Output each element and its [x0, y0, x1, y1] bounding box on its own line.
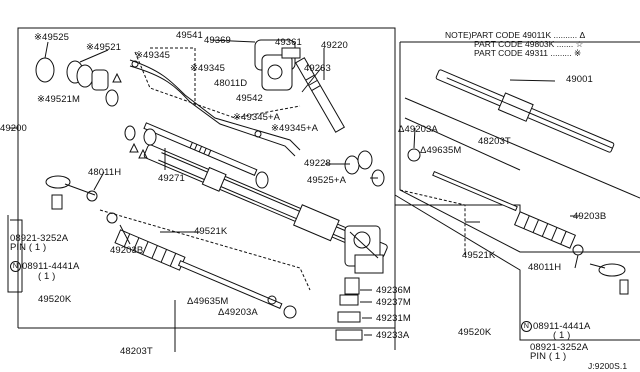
label-08911-left-qty: ( 1 )	[38, 271, 56, 282]
note-line-2: PART CODE 49803K ....... ☆	[474, 39, 584, 49]
label-49542: 49542	[236, 93, 263, 104]
frame-right-diag	[404, 97, 640, 199]
label-08921-left: 08921-3252A	[10, 233, 69, 244]
label-49345-a: ※49345	[135, 50, 170, 61]
dash-49345	[134, 51, 301, 119]
bush-49521M	[91, 69, 109, 91]
part-49236M	[344, 277, 360, 295]
pinion-housing	[344, 225, 384, 274]
label-49521K-left: 49521K	[194, 226, 228, 237]
label-49263: 49263	[304, 63, 331, 74]
label-49520K-left: 49520K	[38, 294, 72, 305]
clamp-49203A-right	[407, 148, 421, 162]
label-49541: 49541	[176, 30, 203, 41]
seal-49525	[35, 57, 55, 83]
rack-49001	[435, 69, 615, 153]
label-49237M: 49237M	[376, 297, 411, 308]
pipe-49542	[129, 65, 296, 157]
label-48011H-right: 48011H	[528, 262, 562, 273]
tie-rod-end-right	[589, 263, 629, 295]
label-49635M-right: Δ49635M	[420, 145, 462, 156]
seal-49228-a	[344, 155, 360, 175]
seal-49228-b	[357, 150, 373, 170]
label-49231M: 49231M	[376, 313, 411, 324]
tie-rod-left	[177, 260, 283, 309]
label-49525A: 49525+A	[307, 175, 347, 186]
pipe-49541	[129, 59, 301, 151]
seal-left-1	[124, 125, 136, 141]
ring-49521M	[105, 89, 119, 107]
part-49237M	[339, 294, 359, 306]
label-49521: ※49521	[86, 42, 121, 53]
label-49220: 49220	[321, 40, 348, 51]
label-49345A-1: ※49345+A	[233, 112, 281, 123]
nut-48011H-right	[572, 244, 584, 256]
delta-mark-1	[112, 72, 122, 83]
label-49520K-right: 49520K	[458, 327, 492, 338]
frame-lower-bracket	[10, 219, 23, 292]
n-circle-icon: N	[521, 321, 532, 332]
pinion-shaft-49220	[294, 57, 346, 133]
delta-mark-3	[138, 148, 148, 159]
frame-main	[17, 27, 521, 215]
note-line-3: PART CODE 49311 ......... ※	[474, 48, 582, 58]
seal-49521-b	[76, 64, 94, 88]
boot-left	[114, 229, 186, 271]
dash-49541	[150, 47, 196, 108]
label-49233A: 49233A	[376, 330, 410, 341]
label-49521M: ※49521M	[37, 94, 80, 105]
label-49271: 49271	[158, 173, 185, 184]
frame-right-top	[399, 42, 640, 253]
label-49236M: 49236M	[376, 285, 411, 296]
dash-right	[399, 189, 466, 255]
label-49345-b: ※49345	[190, 63, 225, 74]
label-49635M-left: Δ49635M	[187, 296, 229, 307]
label-49361: 49361	[275, 37, 302, 48]
label-49203A-left: Δ49203A	[218, 307, 258, 318]
label-49200: 49200	[0, 123, 27, 134]
label-49203B-left: 49203B	[110, 245, 144, 256]
valve-housing	[254, 39, 301, 91]
note-line-1: NOTE)PART CODE 49011K .......... Δ	[445, 30, 586, 40]
label-49203A-right: Δ49203A	[398, 124, 438, 135]
clamp-49203A-left	[283, 305, 297, 319]
part-49231M	[337, 311, 361, 323]
label-48203T-right: 48203T	[478, 136, 511, 147]
label-08921-left-pin: PIN ( 1 )	[10, 242, 47, 253]
seal-center	[255, 171, 269, 189]
rack-housing	[143, 144, 388, 259]
part-49233A	[335, 329, 363, 341]
label-49228: 49228	[304, 158, 331, 169]
label-08921-right-pin: PIN ( 1 )	[530, 351, 567, 362]
label-49521K-right: 49521K	[462, 250, 496, 261]
footer-code: J:9200S.1	[588, 361, 628, 371]
label-49345A-2: ※49345+A	[271, 123, 319, 134]
tie-rod-right	[432, 170, 518, 212]
label-49203B-right: 49203B	[573, 211, 607, 222]
ring-49635M-left	[267, 295, 277, 305]
label-49001: 49001	[566, 74, 593, 85]
seal-left-2	[143, 128, 157, 146]
boot-right	[513, 211, 577, 249]
label-48011H-left: 48011H	[88, 167, 122, 178]
label-48011D: 48011D	[214, 78, 248, 89]
n-circle-icon: N	[10, 261, 21, 272]
tie-rod-end-left	[45, 175, 96, 210]
label-49525: ※49525	[34, 32, 69, 43]
frame-lower-left	[7, 215, 22, 293]
label-49369: 49369	[204, 35, 231, 46]
rack-bar	[143, 122, 258, 176]
label-08921-right: 08921-3252A	[530, 342, 589, 353]
label-08911-right-qty: ( 1 )	[553, 330, 571, 341]
nut-48011H-left	[86, 190, 98, 202]
label-48203T-left: 48203T	[120, 346, 153, 357]
frame-right-inner	[394, 194, 640, 341]
delta-mark-2	[129, 142, 139, 153]
frame-right-diag2	[404, 117, 521, 171]
